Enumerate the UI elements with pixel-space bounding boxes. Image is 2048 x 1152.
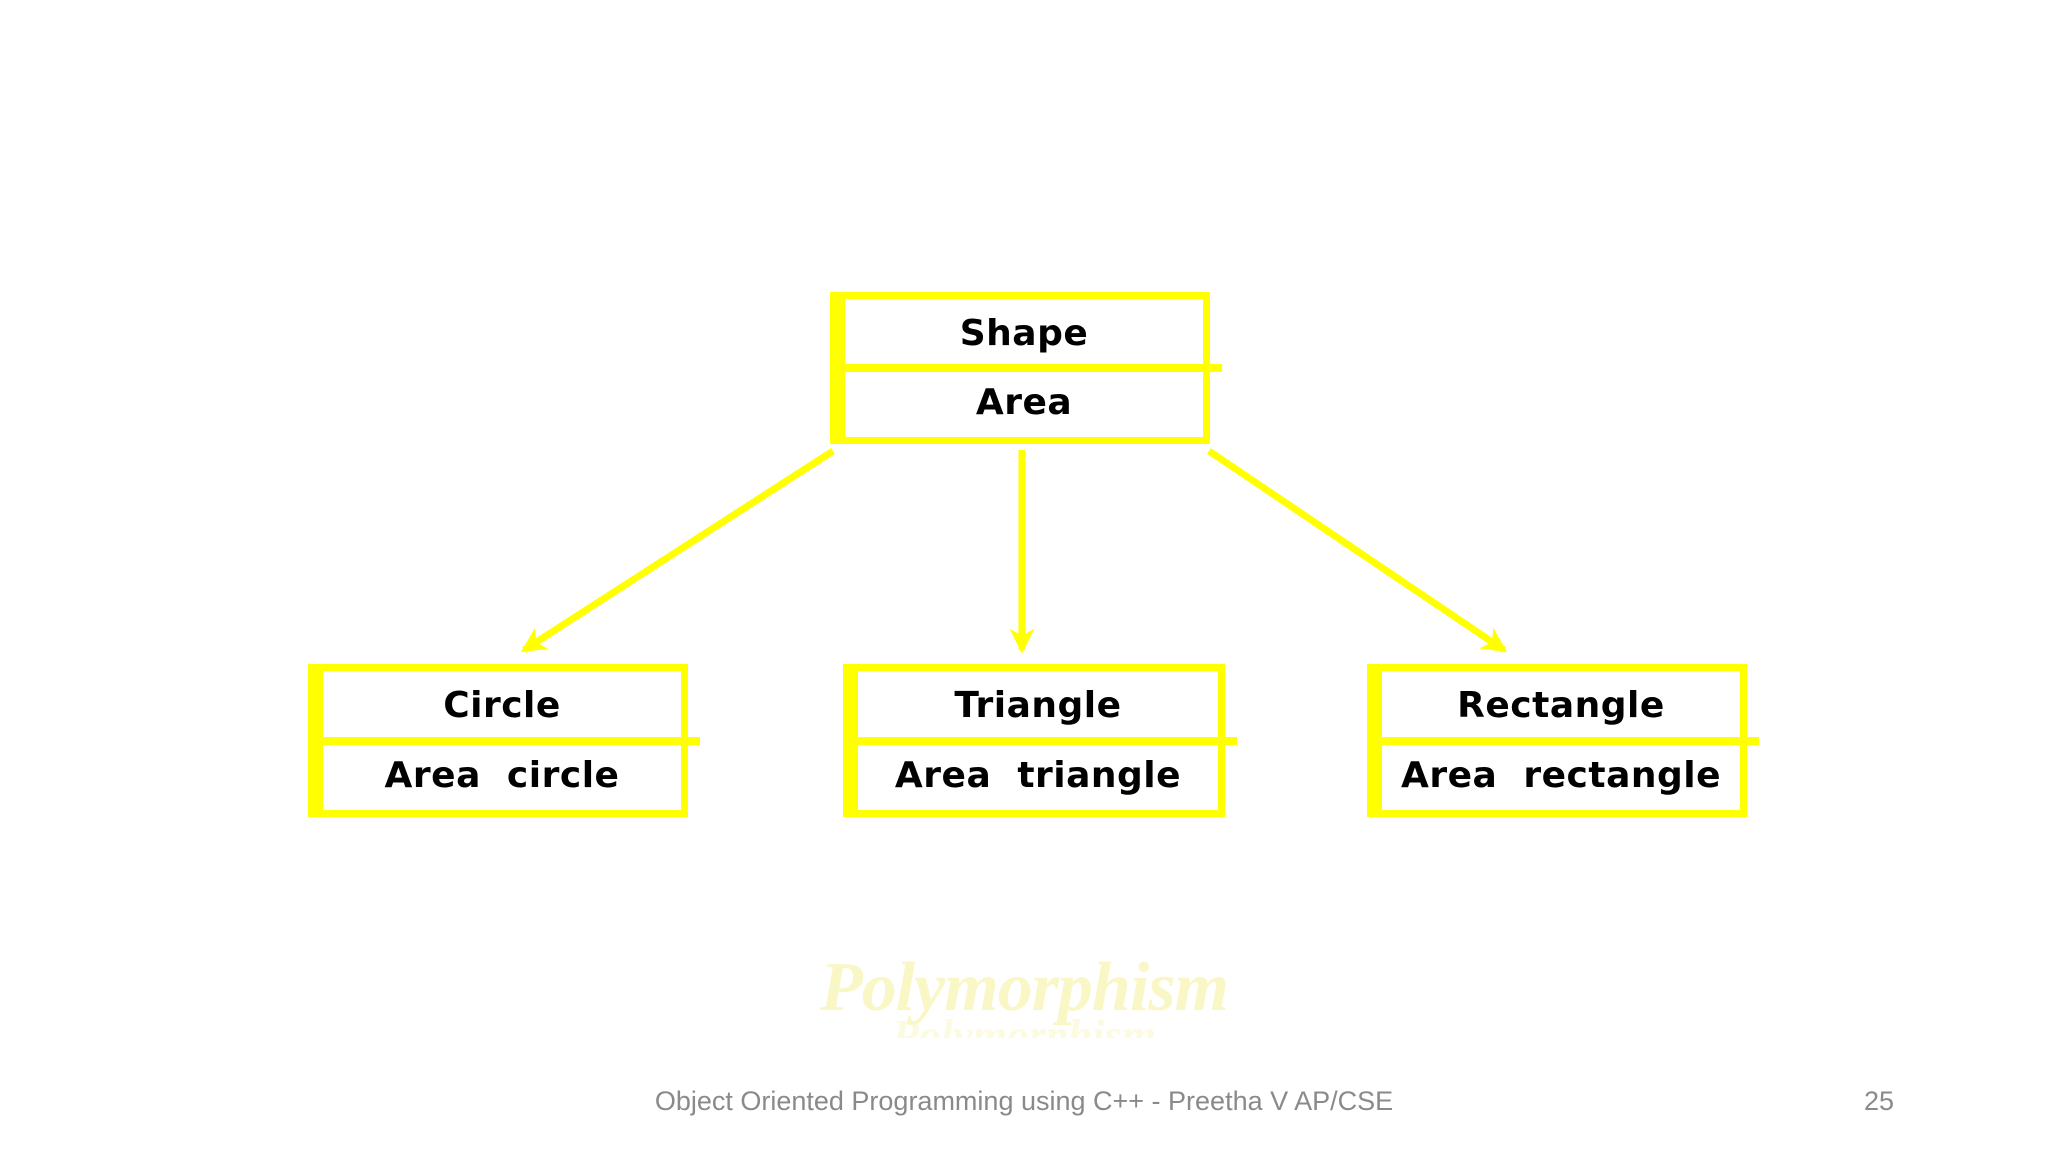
compartment-divider [845, 364, 1222, 372]
class-box-shape: Shape Area [830, 292, 1222, 444]
class-method-label: Area [975, 382, 1073, 423]
class-method-label: Area triangle [894, 754, 1182, 796]
class-box-triangle: Triangle Area triangle [843, 664, 1237, 817]
class-box-rectangle: Rectangle Area rectangle [1367, 664, 1759, 817]
compartment-divider [323, 736, 700, 745]
class-name-label: Triangle [954, 685, 1122, 727]
class-name-label: Circle [443, 685, 561, 727]
compartment-divider [858, 736, 1237, 745]
class-box-circle: Circle Area circle [308, 664, 700, 817]
class-name-label: Rectangle [1457, 685, 1665, 727]
arrow-shape-to-circle [520, 448, 835, 653]
class-method-label: Area rectangle [1400, 754, 1722, 796]
footer-text: Object Oriented Programming using C++ - … [654, 1086, 1394, 1116]
class-method-label: Area circle [384, 754, 620, 796]
watermark-title-echo: Polymorphism [891, 1011, 1157, 1038]
page-number: 25 [1863, 1086, 1894, 1116]
class-name-label: Shape [959, 313, 1089, 354]
compartment-divider [1382, 736, 1759, 745]
watermark-title: Polymorphism [819, 949, 1229, 1026]
arrow-shape-to-rectangle [1207, 448, 1508, 653]
